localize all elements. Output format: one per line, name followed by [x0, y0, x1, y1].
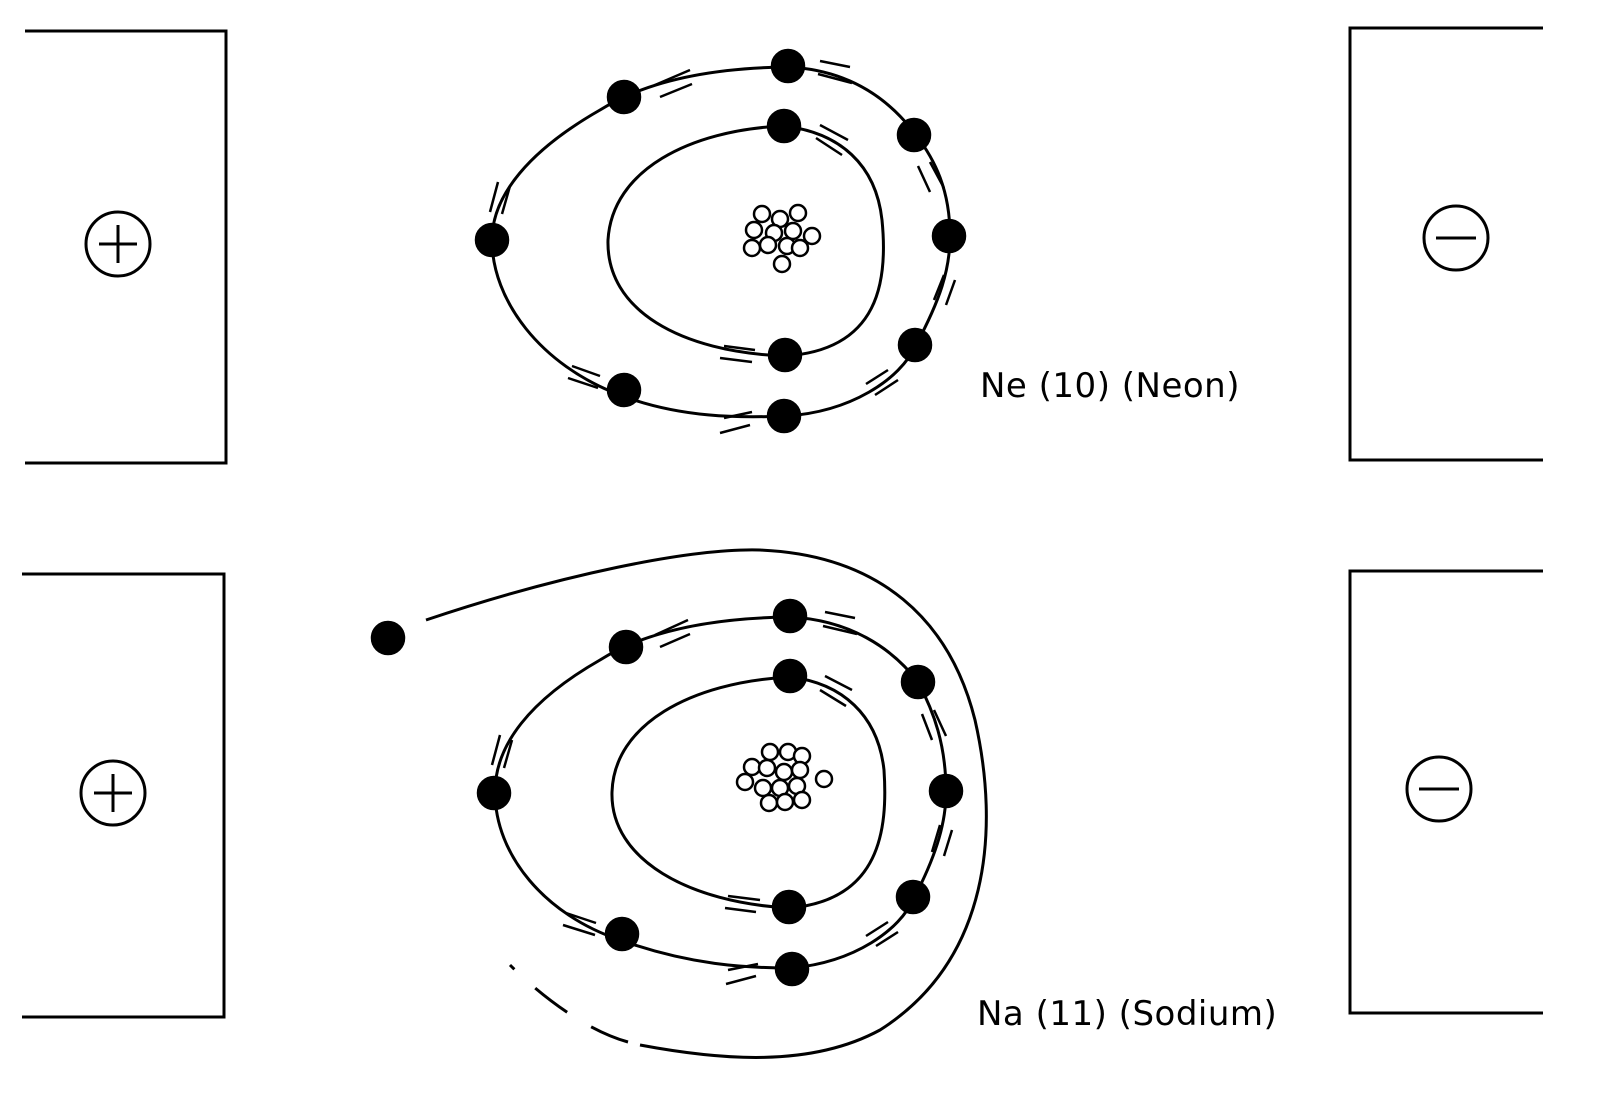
- outer-electron: [774, 951, 810, 987]
- proton-neutron: [775, 792, 795, 812]
- proton-neutron: [802, 226, 822, 246]
- outer-electron: [770, 48, 806, 84]
- sodium-label: Na (11) (Sodium): [977, 994, 1278, 1034]
- free-electron-path: [425, 548, 988, 1059]
- outer-electron: [895, 879, 931, 915]
- neon-label: Ne (10) (Neon): [980, 366, 1240, 406]
- minus-circle-icon: [1405, 755, 1473, 823]
- sodium-electrons: [370, 598, 964, 987]
- proton-neutron: [759, 793, 779, 813]
- plus-circle-icon: [79, 759, 147, 827]
- proton-neutron: [753, 778, 773, 798]
- plus-circle-icon: [84, 210, 152, 278]
- outer-electron: [897, 327, 933, 363]
- sodium-motion-lines: [490, 610, 954, 986]
- outer-electron: [474, 222, 510, 258]
- negative-electrode-bottom: [1348, 569, 1543, 1015]
- sodium-atom: [370, 548, 988, 1059]
- proton-neutron: [772, 254, 792, 274]
- inner-electron: [772, 658, 808, 694]
- neon-nucleus: [742, 203, 822, 274]
- outer-electron: [931, 218, 967, 254]
- neon-outer-orbit: [490, 65, 952, 419]
- positive-electrode-top: [25, 29, 228, 465]
- outer-electron: [606, 372, 642, 408]
- proton-neutron: [735, 772, 755, 792]
- proton-neutron: [790, 238, 810, 258]
- sodium-outer-orbit: [493, 615, 948, 970]
- free-electron: [370, 620, 406, 656]
- proton-neutron: [758, 235, 778, 255]
- proton-neutron: [788, 203, 808, 223]
- inner-electron: [766, 108, 802, 144]
- outer-electron: [896, 117, 932, 153]
- proton-neutron: [760, 742, 780, 762]
- inner-electron: [767, 337, 803, 373]
- sodium-nucleus: [735, 742, 834, 813]
- proton-neutron: [774, 762, 794, 782]
- outer-electron: [608, 629, 644, 665]
- neon-atom: [474, 48, 967, 435]
- outer-electron: [900, 664, 936, 700]
- proton-neutron: [742, 757, 762, 777]
- proton-neutron: [783, 221, 803, 241]
- inner-electron: [771, 889, 807, 925]
- proton-neutron: [792, 790, 812, 810]
- sodium-inner-orbit: [610, 675, 887, 910]
- outer-electron: [928, 773, 964, 809]
- proton-neutron: [752, 204, 772, 224]
- neon-inner-orbit: [606, 124, 885, 358]
- outer-electron: [604, 916, 640, 952]
- free-electron-path-dashed: [508, 963, 629, 1044]
- outer-electron: [772, 598, 808, 634]
- proton-neutron: [744, 220, 764, 240]
- proton-neutron: [790, 760, 810, 780]
- outer-electron: [476, 775, 512, 811]
- proton-neutron: [757, 758, 777, 778]
- neon-electrons: [474, 48, 967, 434]
- positive-electrode-bottom: [22, 572, 226, 1019]
- negative-electrode-top: [1348, 26, 1543, 462]
- neon-motion-lines: [488, 59, 957, 435]
- outer-electron: [766, 398, 802, 434]
- outer-electron: [606, 79, 642, 115]
- minus-circle-icon: [1422, 204, 1490, 272]
- proton-neutron: [742, 238, 762, 258]
- proton-neutron: [814, 769, 834, 789]
